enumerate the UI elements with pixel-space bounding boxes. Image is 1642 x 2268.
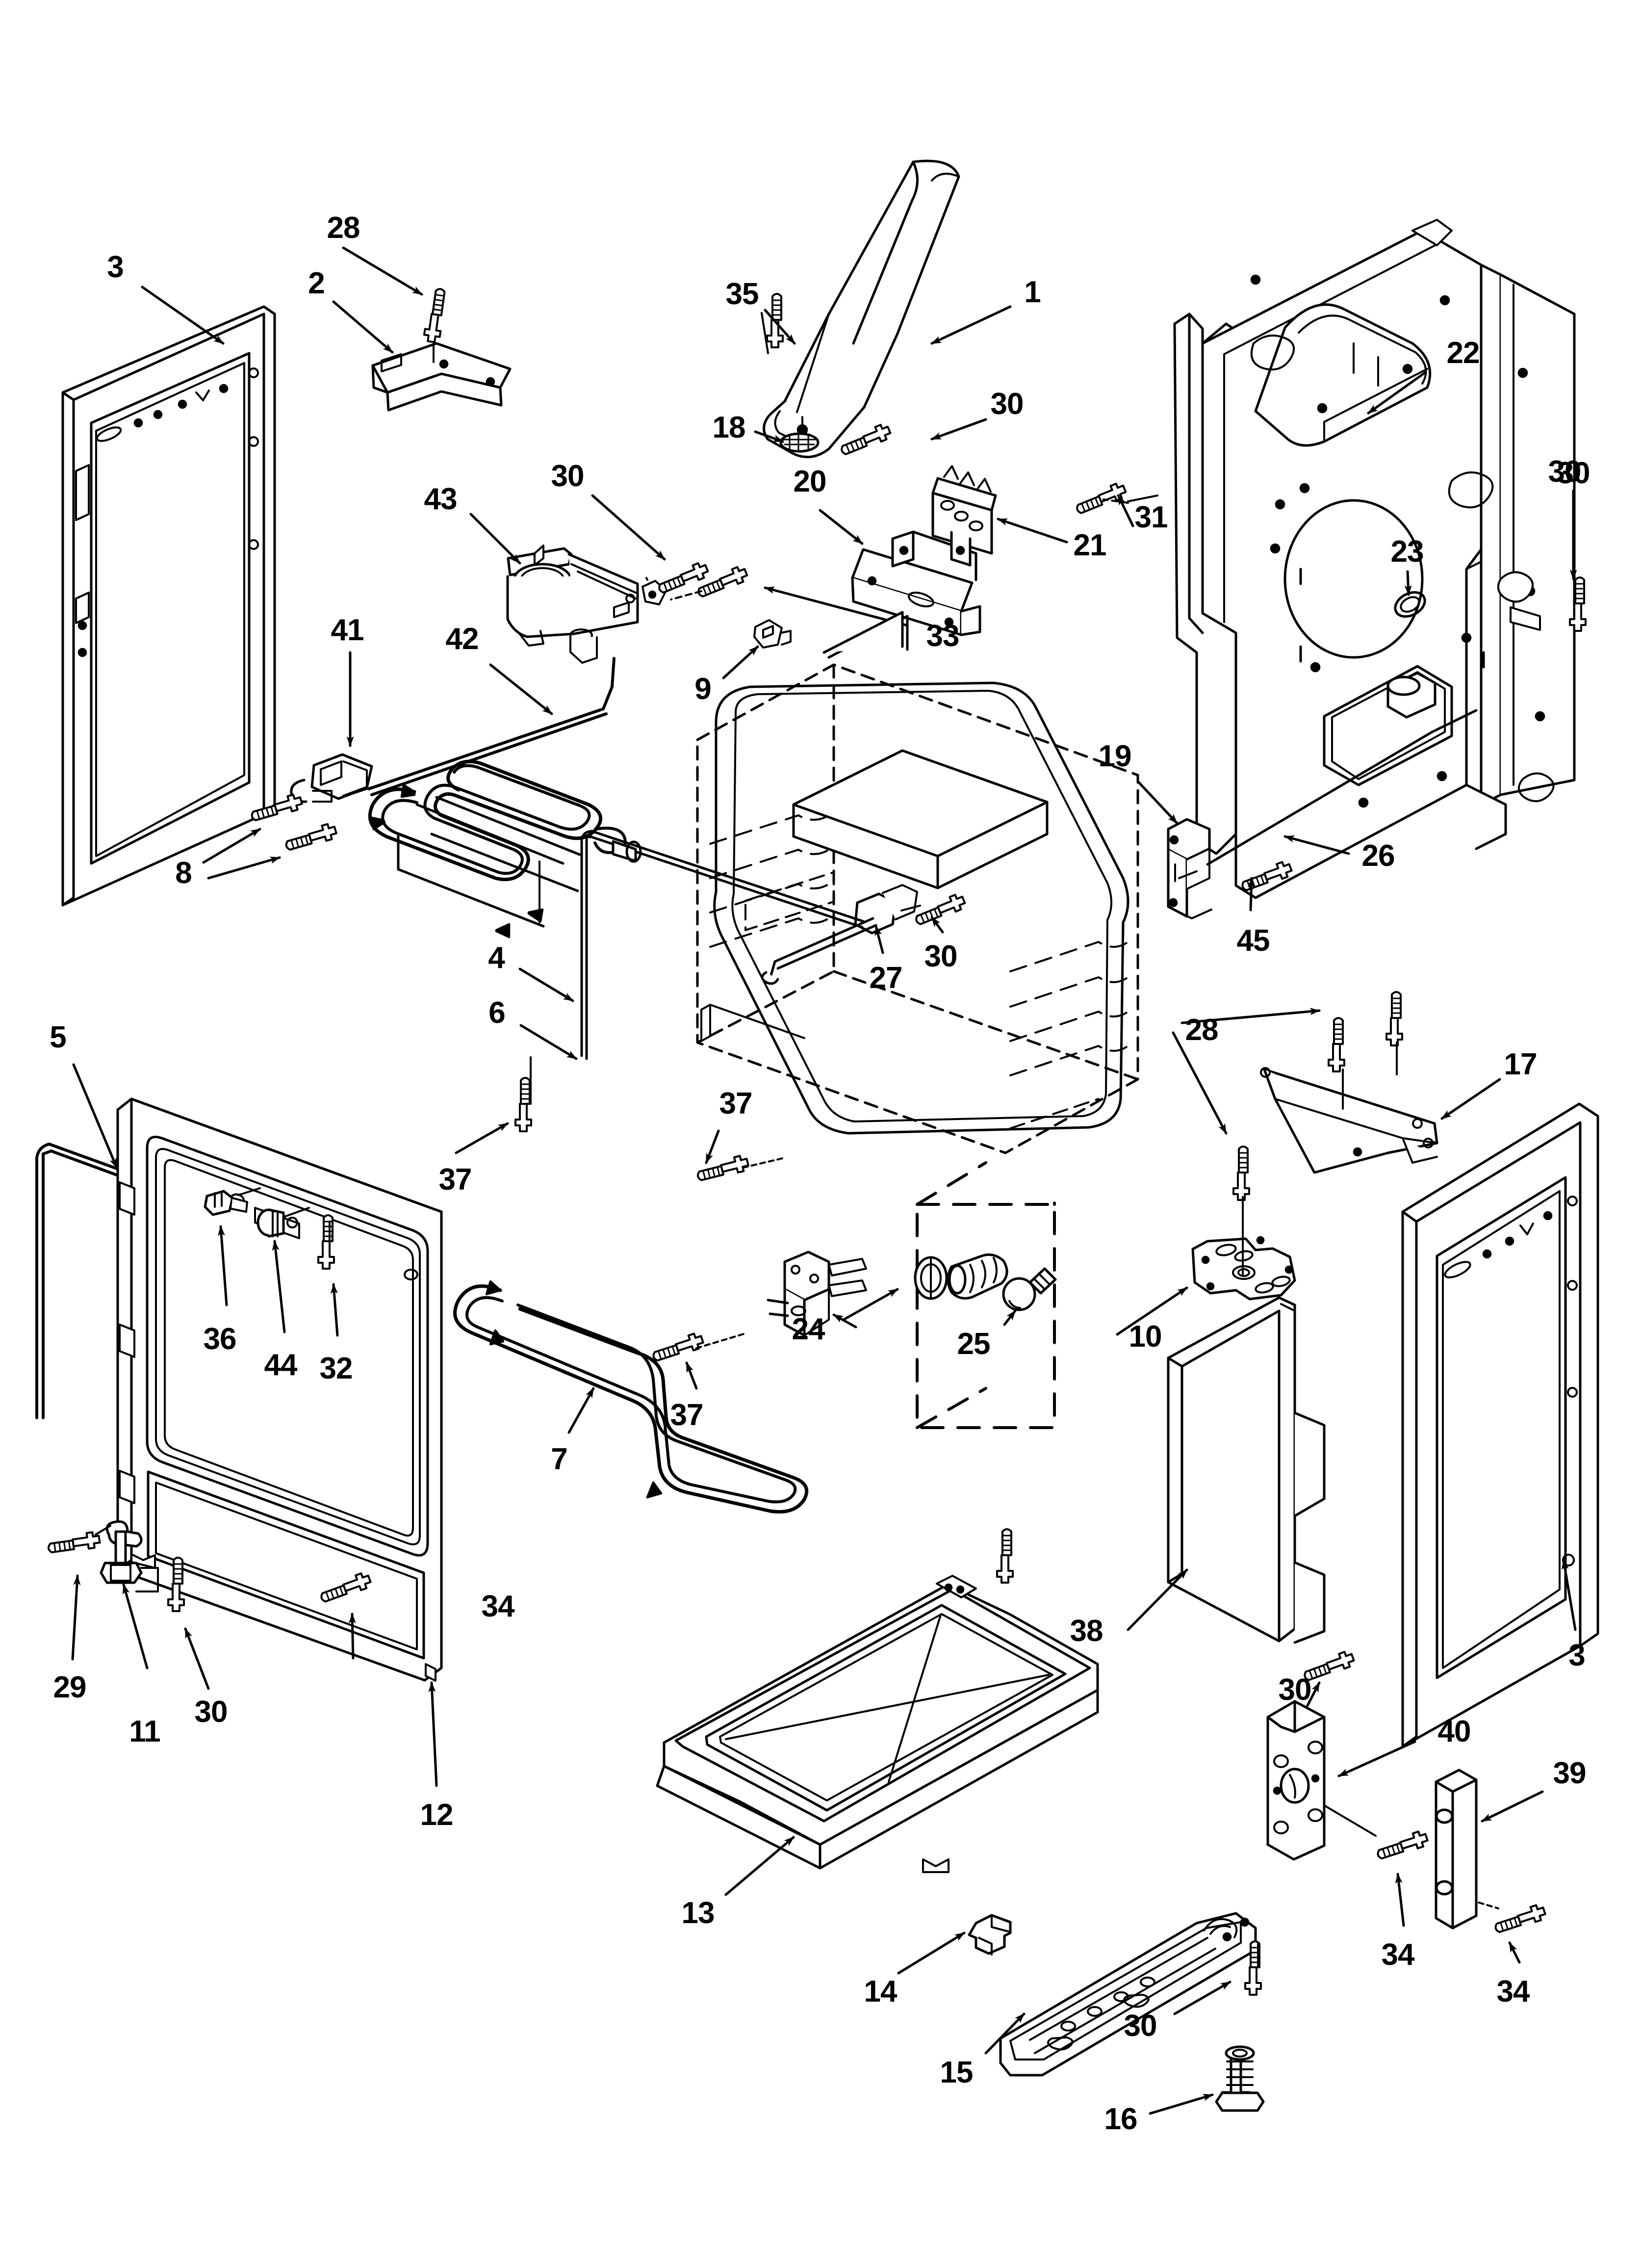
sensor-27-art xyxy=(761,884,921,985)
callout-bushing-23: 23 xyxy=(1390,535,1424,569)
callout-leveler-bushing: 16 xyxy=(1104,2102,1138,2136)
callout-door-panel-12: 12 xyxy=(420,1798,454,1832)
bracket-2-art xyxy=(371,342,512,412)
drawer-glide-art xyxy=(999,1912,1257,2077)
callout-bracket-2: 2 xyxy=(308,266,325,300)
callout-screw-28-right: 28 xyxy=(1185,1013,1219,1047)
callout-ground-wire: 26 xyxy=(1361,839,1395,873)
screw-36-art xyxy=(204,1187,261,1216)
callout-clip-9: 9 xyxy=(694,672,711,706)
bushing-44-art xyxy=(257,1207,310,1238)
callout-leveling-leg: 11 xyxy=(129,1715,161,1748)
side-panel-left-art xyxy=(61,305,276,907)
callout-screw-37-a: 37 xyxy=(719,1087,753,1121)
callout-bushing-44: 44 xyxy=(264,1348,298,1382)
callout-screw-35: 35 xyxy=(725,277,759,311)
callout-screw-37-c: 37 xyxy=(670,1398,704,1432)
callout-wire-rod-4: 4 xyxy=(488,941,505,975)
door-handle-art xyxy=(763,159,960,458)
callout-screw-30-d: 30 xyxy=(924,939,958,973)
hinge-bracket-art xyxy=(1260,1067,1438,1174)
callout-side-panel-right: 3 xyxy=(1568,1639,1585,1672)
callout-screws-8: 8 xyxy=(175,856,192,890)
callout-screw-30-c: 30 xyxy=(551,459,585,493)
callout-terminal-block: 21 xyxy=(1073,528,1107,562)
callout-mount-plate: 10 xyxy=(1129,1320,1162,1354)
leveling-leg-art xyxy=(100,1520,159,1592)
door-seal-art xyxy=(35,1143,306,1419)
callout-screw-32: 32 xyxy=(319,1352,353,1385)
callout-screw-30-e: 30 xyxy=(1278,1673,1312,1707)
rod-bracket-art xyxy=(290,753,374,803)
latch-bracket-art xyxy=(1266,1700,1326,1861)
callout-door-seal: 5 xyxy=(50,1020,66,1054)
callout-terminal-bracket: 20 xyxy=(793,465,827,498)
drawer-bottom-art xyxy=(656,1575,1099,1873)
oven-cavity-art xyxy=(696,611,1139,1154)
heat-shield-art xyxy=(1167,1296,1326,1644)
callout-lamp-lens: 25 xyxy=(957,1327,991,1361)
callout-screw-45: 45 xyxy=(1236,924,1270,958)
callout-screw-30-b: 30 xyxy=(1557,456,1591,490)
callout-screw-30-b2: 30 xyxy=(1548,455,1582,489)
callout-screw-36: 36 xyxy=(203,1322,237,1356)
callout-rod-bracket: 41 xyxy=(331,613,364,647)
strike-plate-art xyxy=(1435,1769,1478,1929)
callout-broil-element: 6 xyxy=(488,996,505,1030)
clip-9-art xyxy=(753,619,792,649)
callout-screw-29: 29 xyxy=(53,1670,87,1704)
callout-drawer-glide: 15 xyxy=(940,2056,974,2089)
rear-panel-art xyxy=(1173,219,1576,899)
callout-screw-37-b: 37 xyxy=(438,1163,472,1197)
bracket-19-art xyxy=(1167,818,1212,919)
callout-grommet-18: 18 xyxy=(712,411,746,444)
terminal-block-art xyxy=(931,465,997,567)
drawer-clip-art xyxy=(968,1914,1012,1955)
callout-screw-30-g: 30 xyxy=(1124,2009,1157,2043)
callout-screw-30-f: 30 xyxy=(194,1695,228,1729)
callout-screw-30-a: 30 xyxy=(990,387,1024,421)
grommet-18-art xyxy=(779,416,820,453)
lamp-assembly-art xyxy=(914,1161,1057,1429)
callout-side-panel-left: 3 xyxy=(107,250,124,284)
callout-screw-28-top: 28 xyxy=(327,211,360,245)
callout-door-lock-motor: 43 xyxy=(424,482,458,516)
callout-screw-34-a: 34 xyxy=(481,1590,515,1623)
callout-latch-bracket: 40 xyxy=(1437,1715,1471,1748)
callout-screw-34-c: 34 xyxy=(1496,1975,1530,2008)
callout-drawer-clip: 14 xyxy=(864,1975,898,2008)
callout-screw-33: 33 xyxy=(926,619,960,653)
broil-element-art xyxy=(368,759,642,938)
bake-element-art xyxy=(453,1251,867,1514)
screw-29-art xyxy=(47,1532,100,1554)
callout-screw-34-b: 34 xyxy=(1381,1938,1415,1972)
callout-door-handle: 1 xyxy=(1024,275,1041,309)
door-panel-12-art xyxy=(116,1097,443,1682)
callout-lamp-assembly: 24 xyxy=(792,1312,825,1346)
callout-hinge-bracket: 17 xyxy=(1504,1047,1538,1081)
callout-lock-rod: 42 xyxy=(445,622,479,656)
callout-bake-element: 7 xyxy=(551,1442,567,1476)
callout-heat-shield: 38 xyxy=(1070,1614,1103,1648)
callout-drawer-bottom: 13 xyxy=(681,1896,715,1930)
callout-screw-31: 31 xyxy=(1134,500,1168,534)
callout-bracket-19: 19 xyxy=(1098,739,1132,773)
door-lock-motor-art xyxy=(506,545,639,664)
callout-sensor-27: 27 xyxy=(869,961,903,995)
leveler-bushing-art xyxy=(1215,2045,1265,2112)
callout-strike-plate: 39 xyxy=(1553,1756,1587,1790)
callout-rear-panel: 22 xyxy=(1446,336,1480,370)
